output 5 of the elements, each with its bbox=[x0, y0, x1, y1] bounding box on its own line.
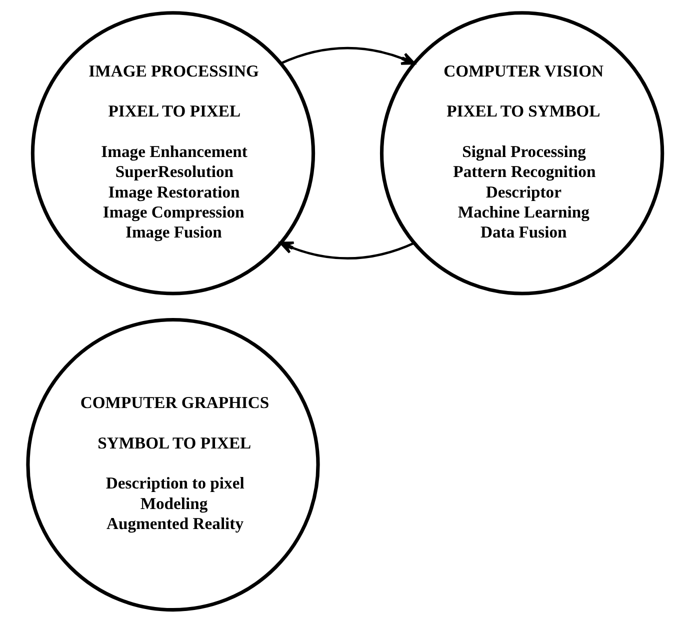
node-circle: IMAGE PROCESSING PIXEL TO PIXEL Image Enhancement SuperResolution Image Restoration Image Compression Image Fusion bbox=[30, 11, 315, 296]
arrow bbox=[280, 46, 415, 65]
node-circle: COMPUTER VISION PIXEL TO SYMBOL Signal Processing Pattern Recognition Descriptor Machine Learning Data Fusion bbox=[379, 11, 664, 296]
node-circle: COMPUTER GRAPHICS SYMBOL TO PIXEL Description to pixel Modeling Augmented Reality bbox=[26, 318, 320, 612]
arrow bbox=[279, 241, 414, 260]
